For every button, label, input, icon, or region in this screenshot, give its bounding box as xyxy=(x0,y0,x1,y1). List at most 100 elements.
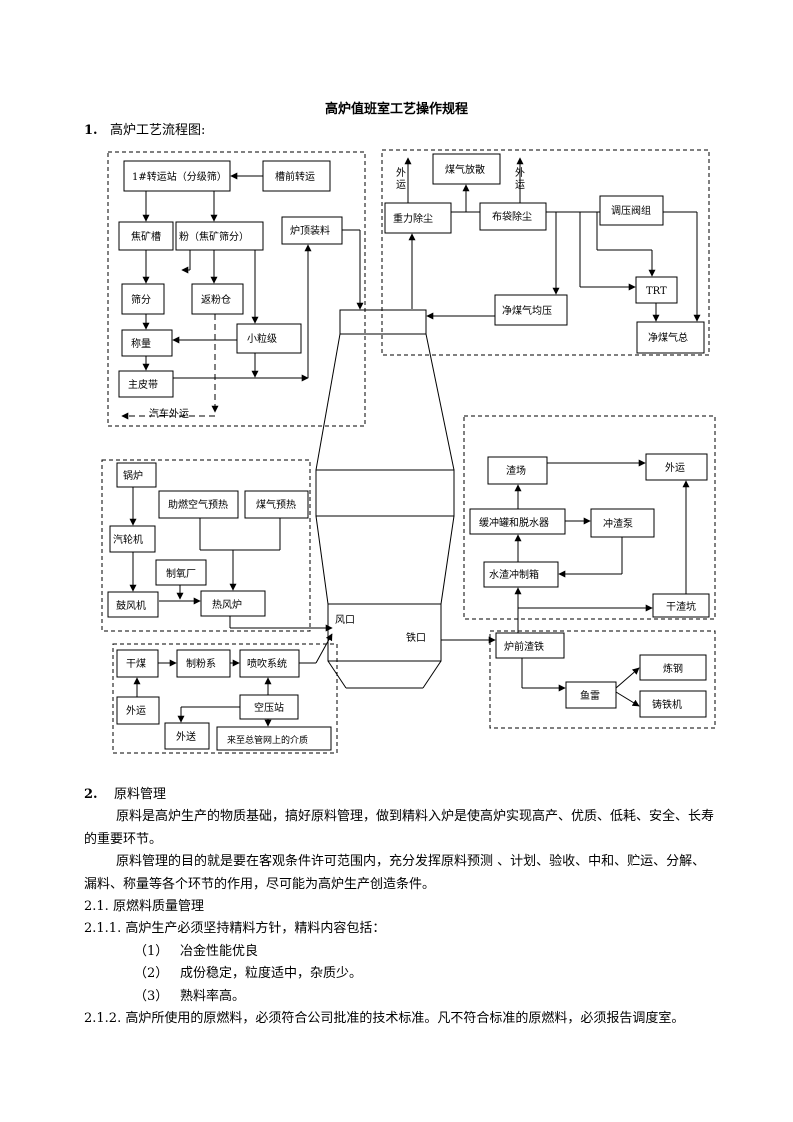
oxygen-plant-box xyxy=(155,559,207,586)
list-item: （1）冶金性能优良 xyxy=(134,943,259,959)
weighing-label: 称量 xyxy=(131,337,151,350)
blast-furnace-body xyxy=(315,309,455,689)
pipe-network-box xyxy=(216,726,332,751)
section-2-number: 2. xyxy=(84,787,98,802)
section-2-heading: 2. 原料管理 xyxy=(84,784,714,806)
dry-coal-label: 干煤 xyxy=(126,657,146,670)
coke-ore-trough-label: 焦矿槽 xyxy=(131,230,161,243)
gravity-dust-label: 重力除尘 xyxy=(393,212,433,225)
gas-release-box xyxy=(432,153,501,185)
bag-dust-box xyxy=(479,202,547,231)
top-charging-box xyxy=(281,216,343,245)
flow-connectors xyxy=(121,157,701,727)
return-fines-bin-box xyxy=(191,283,244,315)
compressor-label: 空压站 xyxy=(254,701,284,714)
transfer-station-box xyxy=(123,160,231,192)
combustion-air-preheat-label: 助燃空气预热 xyxy=(168,498,228,511)
section-1-heading: 1. 高炉工艺流程图: xyxy=(84,119,205,138)
raw-material-group-frame xyxy=(107,151,366,427)
clean-gas-main-label: 净煤气总 xyxy=(648,331,688,344)
pulverizing-label: 制粉系 xyxy=(186,657,216,670)
main-belt-label: 主皮带 xyxy=(128,378,158,391)
bag-dust-label: 布袋除尘 xyxy=(492,210,532,223)
blower-label: 鼓风机 xyxy=(116,599,146,612)
coal-import-box xyxy=(116,696,160,725)
pressure-valve-label: 调压阀组 xyxy=(611,204,651,217)
blast-furnace-flow-diagram: 1#转运站（分级筛） 槽前转运 焦矿槽 粉（焦矿筛分） 炉顶装料 筛分 返粉仓 … xyxy=(101,149,716,754)
gas-release-label: 煤气放散 xyxy=(445,163,485,176)
main-belt-box xyxy=(118,370,174,398)
return-fines-bin-label: 返粉仓 xyxy=(201,293,231,306)
torpedo-label: 鱼雷 xyxy=(580,689,600,702)
steam-turbine-box xyxy=(109,525,156,553)
export-box xyxy=(164,722,210,750)
hot-stove-box xyxy=(200,590,266,617)
export-label: 外送 xyxy=(176,730,196,743)
paragraph-1: 原料是高炉生产的物质基础，搞好原料管理，做到精料入炉是使高炉实现高产、优质、低耗… xyxy=(84,809,715,847)
coke-ore-trough-box xyxy=(118,221,174,251)
slag-yard-box xyxy=(487,456,548,485)
casting-machine-label: 铸铁机 xyxy=(652,698,682,711)
section-1-title: 高炉工艺流程图: xyxy=(110,123,206,138)
boiler-label: 锅炉 xyxy=(123,470,143,482)
injection-label: 喷吹系统 xyxy=(247,657,287,670)
subsection-2-1-1: 2.1.1. 高炉生产必须坚持精料方针，精料内容包括： xyxy=(84,921,386,937)
section-2-title: 原料管理 xyxy=(114,787,167,802)
buffer-dewater-label: 缓冲罐和脱水器 xyxy=(479,516,549,529)
casting-machine-box xyxy=(639,690,707,718)
subsection-2-1: 2.1. 原燃料质量管理 xyxy=(84,899,204,915)
dry-coal-box xyxy=(116,649,159,678)
slag-pump-label: 冲渣泵 xyxy=(603,517,633,530)
hot-blast-group-frame xyxy=(101,459,311,632)
list-item: （2）成份稳定，粒度适中，杂质少。 xyxy=(134,966,363,982)
screening-box xyxy=(121,283,165,315)
section-2-body: 2. 原料管理 原料是高炉生产的物质基础，搞好原料管理，做到精料入炉是使高炉实现高… xyxy=(84,784,714,1030)
subsection-2-1-2: 2.1.2. 高炉所使用的原燃料，必须符合公司批准的技术标准。凡不符合标准的原燃… xyxy=(84,1011,685,1027)
steam-turbine-label: 汽轮机 xyxy=(113,533,143,546)
small-grade-label: 小粒级 xyxy=(247,332,277,345)
trt-label: TRT xyxy=(646,286,667,297)
pre-trough-transfer-box xyxy=(262,160,331,192)
gas-preheat-box xyxy=(244,490,309,519)
fines-screening-label: 粉（焦矿筛分） xyxy=(179,230,249,243)
slag-export-label: 外运 xyxy=(665,462,685,474)
trt-box xyxy=(635,276,678,304)
taphole-label: 铁口 xyxy=(406,631,426,644)
top-charging-label: 炉顶装料 xyxy=(290,224,330,237)
hot-stove-label: 热风炉 xyxy=(212,598,242,611)
clean-gas-equalize-box xyxy=(494,294,568,326)
screening-label: 筛分 xyxy=(131,293,151,306)
paragraph-2: 原料管理的目的就是要在客观条件许可范围内，充分发挥原料预测 、计划、验收、中和、… xyxy=(84,854,706,892)
oxygen-plant-label: 制氧厂 xyxy=(166,567,196,580)
blower-box xyxy=(107,591,159,618)
buffer-dewater-box xyxy=(469,508,566,535)
pre-trough-transfer-label: 槽前转运 xyxy=(275,170,315,183)
steelmaking-label: 炼钢 xyxy=(663,662,683,675)
gravity-dust-box xyxy=(384,202,452,234)
clean-gas-equalize-label: 净煤气均压 xyxy=(502,304,552,317)
pipe-network-label: 来至总管网上的介质 xyxy=(227,734,308,746)
export-vertical-1-b: 运 xyxy=(396,179,406,191)
torpedo-box xyxy=(565,681,617,709)
dry-slag-pit-box xyxy=(652,593,710,618)
transfer-station-label: 1#转运站（分级筛） xyxy=(132,170,227,183)
document-title: 高炉值班室工艺操作规程 xyxy=(324,102,468,117)
slag-flushing-box xyxy=(483,561,559,588)
steelmaking-box xyxy=(639,654,707,681)
front-slag-iron-box xyxy=(495,632,565,659)
slag-export-box xyxy=(645,453,708,481)
coal-injection-group-frame xyxy=(112,643,338,754)
section-1-number: 1. xyxy=(84,123,98,138)
export-vertical-1-a: 外 xyxy=(396,167,406,179)
fines-screening-box xyxy=(175,221,264,251)
small-grade-box xyxy=(236,323,302,354)
clean-gas-main-box xyxy=(636,321,705,354)
slag-flushing-label: 水渣冲制箱 xyxy=(489,568,539,581)
combustion-air-preheat-box xyxy=(158,490,239,519)
tapping-group-frame xyxy=(489,630,716,729)
export-vertical-2-a: 外 xyxy=(515,167,525,179)
pressure-valve-box xyxy=(599,195,664,226)
boiler-box xyxy=(116,462,157,488)
dry-slag-pit-label: 干渣坑 xyxy=(666,600,696,613)
slag-group-frame xyxy=(463,415,716,620)
